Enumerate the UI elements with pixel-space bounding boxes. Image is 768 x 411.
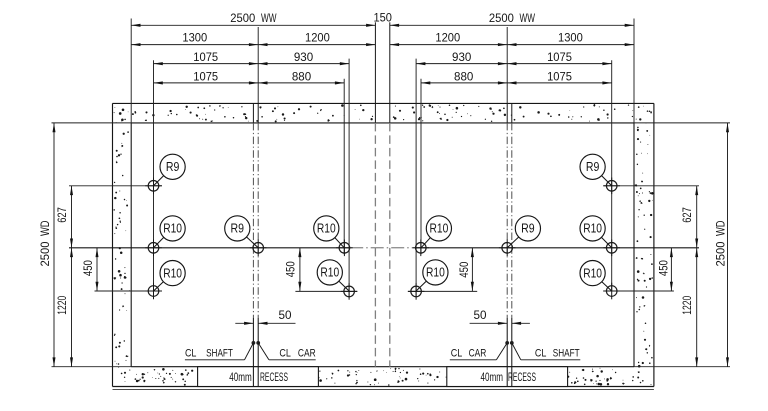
svg-text:450: 450: [81, 260, 95, 276]
svg-text:1200: 1200: [435, 31, 460, 45]
svg-text:50: 50: [474, 308, 487, 322]
svg-text:1220: 1220: [680, 295, 694, 314]
svg-text:WD: WD: [38, 220, 52, 236]
svg-text:930: 930: [452, 50, 472, 64]
svg-text:R9: R9: [521, 221, 535, 236]
svg-text:1075: 1075: [193, 69, 218, 83]
svg-text:627: 627: [55, 207, 69, 223]
svg-text:WD: WD: [713, 220, 727, 236]
svg-text:R10: R10: [317, 221, 336, 236]
svg-text:R10: R10: [163, 265, 182, 280]
svg-text:R10: R10: [583, 265, 602, 280]
svg-text:1220: 1220: [55, 295, 69, 314]
svg-text:2500: 2500: [713, 241, 727, 266]
svg-text:CAR: CAR: [469, 348, 487, 360]
svg-text:CAR: CAR: [298, 348, 316, 360]
svg-text:1300: 1300: [182, 31, 207, 45]
svg-text:40mm: 40mm: [229, 370, 252, 384]
svg-text:R10: R10: [430, 221, 449, 236]
svg-text:2500: 2500: [38, 241, 52, 266]
svg-text:627: 627: [680, 207, 694, 223]
svg-text:2500: 2500: [489, 11, 514, 25]
svg-text:CL: CL: [279, 348, 291, 360]
svg-text:1300: 1300: [558, 31, 583, 45]
svg-text:450: 450: [657, 260, 671, 276]
svg-text:WW: WW: [520, 11, 536, 25]
svg-text:R9: R9: [586, 159, 600, 174]
svg-text:1200: 1200: [305, 31, 330, 45]
svg-text:RECESS: RECESS: [508, 370, 536, 384]
svg-text:R9: R9: [166, 159, 180, 174]
svg-text:1075: 1075: [547, 50, 572, 64]
svg-text:1075: 1075: [193, 50, 218, 64]
svg-text:CL: CL: [451, 348, 463, 360]
svg-text:SHAFT: SHAFT: [553, 348, 580, 360]
svg-text:R10: R10: [426, 265, 445, 280]
svg-text:WW: WW: [261, 11, 277, 25]
svg-text:880: 880: [292, 69, 312, 83]
svg-text:450: 450: [457, 261, 471, 277]
svg-text:R10: R10: [320, 265, 339, 280]
svg-text:CL: CL: [535, 348, 547, 360]
svg-text:40mm: 40mm: [481, 370, 504, 384]
svg-text:CL: CL: [185, 348, 197, 360]
svg-text:150: 150: [373, 10, 392, 24]
svg-text:1075: 1075: [547, 69, 572, 83]
svg-text:R10: R10: [163, 221, 182, 236]
svg-text:RECESS: RECESS: [260, 370, 288, 384]
svg-text:50: 50: [279, 308, 292, 322]
svg-text:R10: R10: [583, 221, 602, 236]
svg-text:SHAFT: SHAFT: [206, 348, 233, 360]
svg-text:2500: 2500: [230, 11, 255, 25]
svg-text:880: 880: [454, 69, 474, 83]
svg-text:450: 450: [283, 261, 297, 277]
svg-text:R9: R9: [231, 221, 245, 236]
svg-text:930: 930: [294, 50, 314, 64]
